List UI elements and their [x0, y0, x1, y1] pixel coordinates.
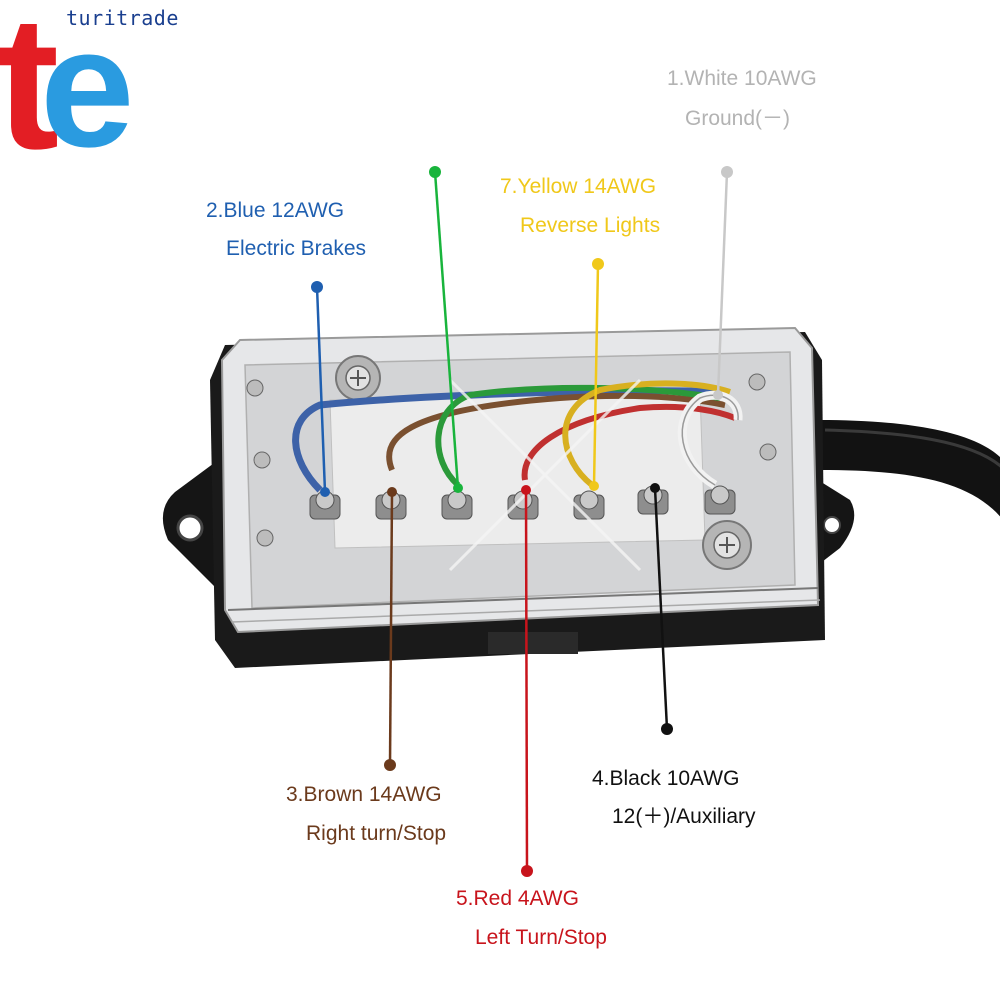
small-screw — [246, 373, 777, 547]
terminal-marker-yellow — [589, 481, 599, 491]
label-yellow-gauge: 7.Yellow 14AWG — [500, 175, 657, 198]
terminal-post — [441, 490, 473, 520]
label-blue-gauge: 2.Blue 12AWG — [206, 199, 345, 222]
leader-line-yellow — [592, 263, 600, 487]
leader-dot-white — [721, 166, 733, 178]
label-blue-function: Electric Brakes — [226, 237, 367, 260]
leader-line-brown — [388, 491, 394, 766]
leader-dot-yellow — [592, 258, 604, 270]
logo-letter-e: e — [40, 0, 135, 183]
leader-line-green — [433, 171, 460, 489]
mounting-screw — [335, 355, 381, 401]
terminal-marker-brown — [387, 487, 397, 497]
leader-dot-brown — [384, 759, 396, 771]
terminal-marker-white — [713, 390, 723, 400]
leader-dot-black — [661, 723, 673, 735]
yellow-wire — [562, 380, 731, 488]
terminal-post — [507, 490, 539, 520]
label-white-function: Ground(－) — [685, 107, 791, 130]
brand-name: turitrade — [66, 6, 179, 30]
label-brown-gauge: 3.Brown 14AWG — [286, 783, 442, 806]
terminal-post — [704, 485, 736, 515]
leader-dot-green — [429, 166, 441, 178]
terminal-row — [309, 485, 736, 520]
label-white-gauge: 1.White 10AWG — [667, 67, 817, 90]
leader-line-white — [716, 171, 729, 396]
mounting-screw — [702, 520, 752, 570]
label-black-function: 12(＋)/Auxiliary — [612, 805, 756, 828]
terminal-marker-blue — [320, 487, 330, 497]
label-red-gauge: 5.Red 4AWG — [456, 887, 579, 910]
leader-line-black — [653, 487, 669, 730]
label-red-function: Left Turn/Stop — [475, 926, 607, 949]
terminal-marker-green — [453, 483, 463, 493]
green-wire — [435, 384, 721, 488]
terminal-marker-red — [521, 485, 531, 495]
brand-logo: t e — [0, 0, 135, 189]
leader-dot-red — [521, 865, 533, 877]
red-wire — [521, 403, 737, 481]
label-yellow-function: Reverse Lights — [520, 214, 661, 237]
label-brown-function: Right turn/Stop — [306, 822, 447, 845]
leader-lines — [311, 166, 733, 877]
leader-dot-blue — [311, 281, 323, 293]
brown-wire — [386, 392, 726, 472]
leader-line-red — [524, 489, 529, 872]
terminal-post — [573, 490, 605, 520]
logo-letter-t: t — [0, 0, 59, 189]
leader-line-blue — [315, 286, 327, 493]
terminal-marker-black — [650, 483, 660, 493]
label-black-gauge: 4.Black 10AWG — [592, 767, 740, 790]
